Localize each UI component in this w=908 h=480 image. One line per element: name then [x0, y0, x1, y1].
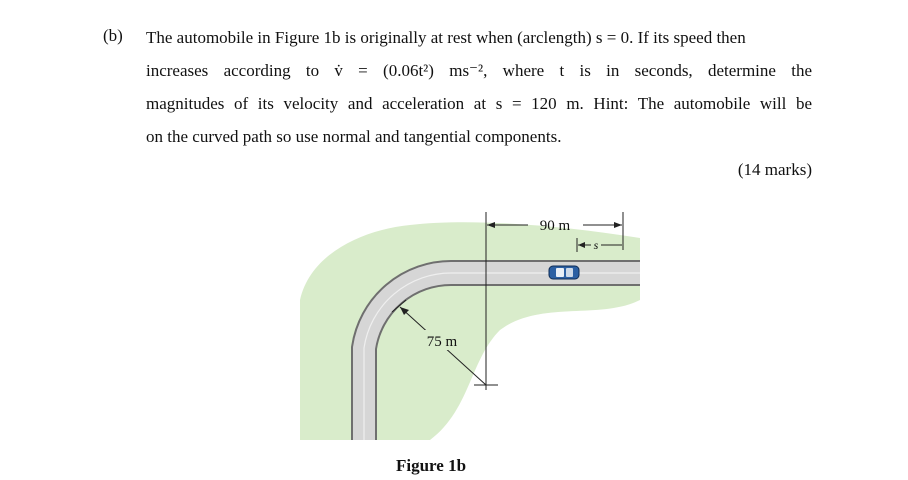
radius-tick	[391, 299, 407, 313]
dim-90-label: 90 m	[540, 218, 571, 234]
dim-90-arrow-right	[614, 222, 622, 228]
question-line-3: magnitudes of its velocity and accelerat…	[146, 94, 812, 113]
question-line-1: The automobile in Figure 1b is originall…	[146, 28, 746, 47]
question-text: The automobile in Figure 1b is originall…	[146, 21, 812, 153]
question-line-2: increases according to v̇ = (0.06t²) ms⁻…	[146, 61, 812, 80]
radius-arrow	[400, 307, 409, 315]
figure-caption: Figure 1b	[396, 456, 467, 475]
dim-90-arrow-left	[487, 222, 495, 228]
dim-s-arrow	[578, 242, 585, 248]
radius-label-bg	[418, 330, 466, 350]
road-centerline	[363, 272, 640, 440]
question-line-4: on the curved path so use normal and tan…	[146, 127, 562, 146]
marks-label: (14 marks)	[737, 160, 812, 179]
question-label: (b)	[103, 26, 123, 45]
car-icon	[548, 265, 580, 280]
dim-s-label: s	[594, 238, 599, 252]
radius-label: 75 m	[427, 334, 458, 350]
